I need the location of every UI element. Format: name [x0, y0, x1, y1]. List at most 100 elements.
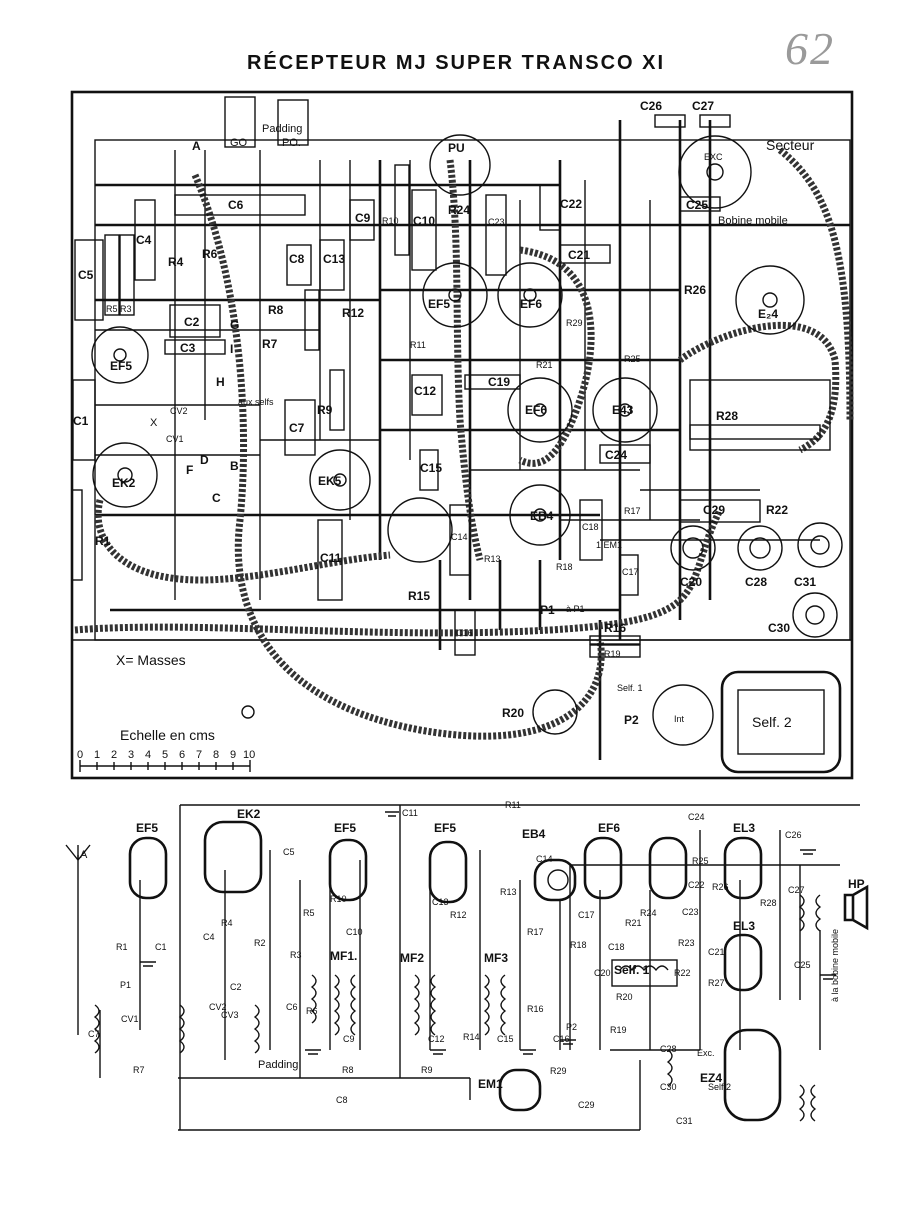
schematic-component-label: R24 [640, 908, 657, 918]
component-label: C31 [794, 575, 816, 589]
schematic-component-label: C18 [608, 942, 625, 952]
label-exc: EXC [704, 152, 723, 162]
scale-bar: 0 1 2 3 4 5 6 7 8 9 10 [77, 749, 255, 772]
layout-diagram: 0 1 2 3 4 5 6 7 8 9 10 X= Masses Echelle… [70, 90, 854, 780]
component-label: R4 [168, 255, 184, 269]
schematic-tube-label: EL3 [733, 821, 755, 835]
schematic-component-label: C1 [155, 942, 167, 952]
component-label: C28 [745, 575, 767, 589]
component-label: R1 [95, 534, 111, 548]
schematic-component-label: C31 [676, 1116, 693, 1126]
self2-label: Self 2 [708, 1082, 731, 1092]
schematic-component-label: C16 [553, 1034, 570, 1044]
component-label: 1 EM1 [596, 540, 622, 550]
schematic-component-label: CV1 [121, 1014, 139, 1024]
arrow-letter: D [200, 453, 209, 467]
label-aux-selfs: aux selfs [238, 397, 274, 407]
mf1-label: MF1. [330, 949, 357, 963]
schematic-component-label: C22 [688, 880, 705, 890]
component-label: C13 [323, 252, 345, 266]
arrow-letter: I [230, 342, 233, 356]
page-number: 62 [785, 23, 835, 74]
component-label: R28 [716, 409, 738, 423]
schematic-component-label: R10 [330, 894, 347, 904]
component-bodies [71, 96, 831, 658]
tube-label: EF5 [428, 297, 450, 311]
mf2-label: MF2 [400, 951, 424, 965]
scale-tick: 4 [145, 749, 151, 761]
component-label: R15 [408, 589, 430, 603]
component-label: C30 [768, 621, 790, 635]
tube-label: EB4 [530, 509, 554, 523]
tube-label: EF6 [520, 297, 542, 311]
arrow-letter: H [216, 375, 225, 389]
component-label: C21 [568, 248, 590, 262]
component-label: Self. 1 [617, 683, 643, 693]
component-label: R12 [342, 306, 364, 320]
schematic-component-label: C4 [203, 932, 215, 942]
schematic-component-label: C21 [708, 947, 725, 957]
schematic-component-label: R16 [527, 1004, 544, 1014]
schematic-tube-label: EF6 [598, 821, 620, 835]
if-transformers [93, 894, 822, 1122]
component-label: C27 [692, 99, 714, 113]
component-label: C25 [686, 198, 708, 212]
component-label: R21 [536, 360, 553, 370]
arrow-letter: X [150, 417, 158, 429]
schematic-component-label: R17 [527, 927, 544, 937]
page-title: RÉCEPTEUR MJ SUPER TRANSCO XI [246, 52, 666, 74]
component-label: à P1 [566, 604, 585, 614]
schematic-component-label: C2 [230, 982, 242, 992]
schematic-component-label: R20 [616, 992, 633, 1002]
component-label: R19 [604, 649, 621, 659]
schematic-component-label: R11 [505, 800, 521, 810]
component-label: C22 [560, 197, 582, 211]
component-label: R29 [566, 318, 583, 328]
component-label: C19 [488, 375, 510, 389]
schematic-tube-label: EL3 [733, 919, 755, 933]
schematic-component-label: C8 [336, 1095, 348, 1105]
schematic-component-label: R1 [116, 942, 128, 952]
legend-masses: X= Masses [116, 652, 186, 668]
component-label: C23 [488, 217, 505, 227]
schematic-component-label: CV2 [209, 1002, 227, 1012]
component-label: C11 [320, 551, 342, 565]
schematic-component-label: P2 [566, 1022, 577, 1032]
scale-tick: 6 [179, 749, 185, 761]
component-label: C4 [136, 233, 152, 247]
schematic-component-label: R12 [450, 910, 467, 920]
schematic-component-label: R14 [463, 1032, 480, 1042]
component-label: C3 [180, 341, 196, 355]
component-label: R17 [624, 506, 641, 516]
label-go: GO [230, 137, 248, 149]
schematic-component-label: R13 [500, 887, 517, 897]
tube-label: EK5 [318, 474, 342, 488]
schematic-component-label: R8 [342, 1065, 354, 1075]
schematic-component-label: C30 [660, 1082, 677, 1092]
schematic-component-label: C28 [660, 1044, 677, 1054]
component-label: C2 [184, 315, 200, 329]
tube-label: EF5 [110, 359, 132, 373]
schematic-component-label: C9 [343, 1034, 355, 1044]
antenna-label: A [80, 849, 88, 861]
component-label: C26 [640, 99, 662, 113]
arrow-letter: B [230, 459, 239, 473]
schematic-component-label: P1 [120, 980, 131, 990]
schematic-component-label: C20 [594, 968, 611, 978]
tube-label: EF6 [525, 403, 547, 417]
component-label: C6 [228, 198, 244, 212]
schematic-component-label: R19 [610, 1025, 627, 1035]
scale-tick: 2 [111, 749, 117, 761]
scale-tick: 10 [243, 749, 255, 761]
schematic-component-label: C7 [88, 1029, 100, 1039]
schematic-tube-label: EF5 [434, 821, 456, 835]
schematic-component-label: C5 [283, 847, 295, 857]
schematic-component-label: R27 [708, 978, 725, 988]
component-label: C20 [680, 575, 702, 589]
schematic-component-label: C29 [578, 1100, 595, 1110]
schematic-component-label: R5 [303, 908, 315, 918]
component-label: CV1 [166, 434, 184, 444]
component-label: R3 [120, 304, 132, 314]
component-label: C12 [414, 384, 436, 398]
